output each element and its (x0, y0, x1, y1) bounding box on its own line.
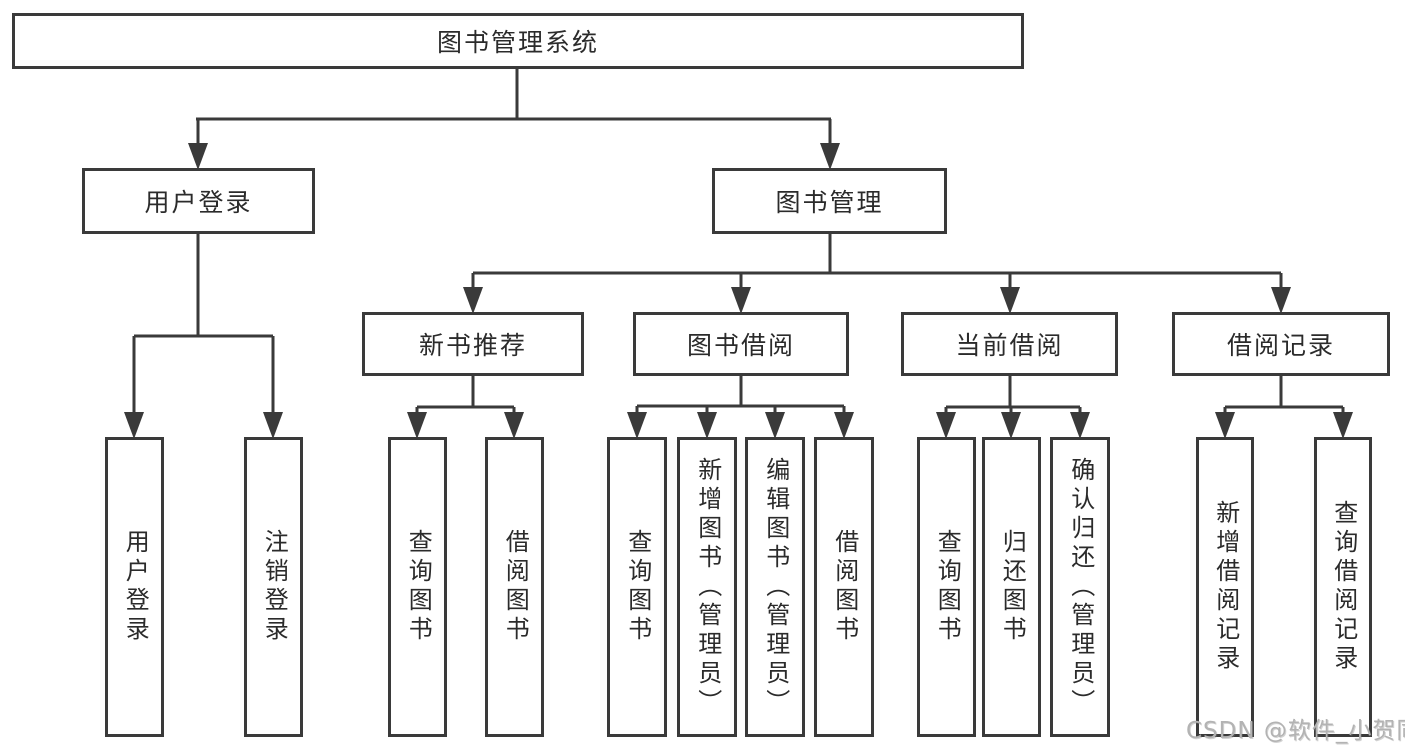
node-confirm-return-admin: 确认归还（管理员） (1050, 437, 1110, 737)
node-library-management-system: 图书管理系统 (12, 13, 1024, 69)
node-return-books: 归还图书 (982, 437, 1041, 737)
node-borrow-records: 借阅记录 (1172, 312, 1390, 376)
node-edit-books-admin: 编辑图书（管理员） (745, 437, 805, 737)
leaf-label: 借阅图书 (830, 529, 859, 645)
leaf-label: 编辑图书（管理员） (761, 456, 790, 718)
node-borrow-books-1: 借阅图书 (485, 437, 544, 737)
node-current-borrowing: 当前借阅 (901, 312, 1118, 376)
leaf-label: 确认归还（管理员） (1066, 456, 1095, 718)
leaf-label: 用户登录 (121, 529, 150, 645)
leaf-label: 归还图书 (998, 529, 1027, 645)
node-query-borrow-record: 查询借阅记录 (1314, 437, 1372, 737)
leaf-label: 查询借阅记录 (1329, 500, 1358, 674)
node-book-management: 图书管理 (712, 168, 947, 234)
leaf-label: 新增借阅记录 (1211, 500, 1240, 674)
node-add-borrow-record: 新增借阅记录 (1196, 437, 1254, 737)
node-book-borrowing: 图书借阅 (633, 312, 849, 376)
leaf-label: 新增图书（管理员） (693, 456, 722, 718)
csdn-watermark: CSDN @软件_小贺同学 (1186, 718, 1405, 744)
leaf-label: 借阅图书 (501, 529, 530, 645)
node-query-books-2: 查询图书 (607, 437, 667, 737)
node-user-login: 用户登录 (82, 168, 315, 234)
node-new-book-recommend: 新书推荐 (362, 312, 584, 376)
node-borrow-books-2: 借阅图书 (814, 437, 874, 737)
leaf-label: 查询图书 (404, 529, 433, 645)
leaf-label: 注销登录 (260, 529, 289, 645)
arrowheads (124, 143, 1353, 439)
node-query-books-1: 查询图书 (388, 437, 447, 737)
node-query-books-3: 查询图书 (917, 437, 976, 737)
leaf-label: 查询图书 (623, 529, 652, 645)
node-user-login-leaf: 用户登录 (105, 437, 164, 737)
node-logout-leaf: 注销登录 (244, 437, 303, 737)
node-add-books-admin: 新增图书（管理员） (677, 437, 737, 737)
leaf-label: 查询图书 (933, 529, 962, 645)
